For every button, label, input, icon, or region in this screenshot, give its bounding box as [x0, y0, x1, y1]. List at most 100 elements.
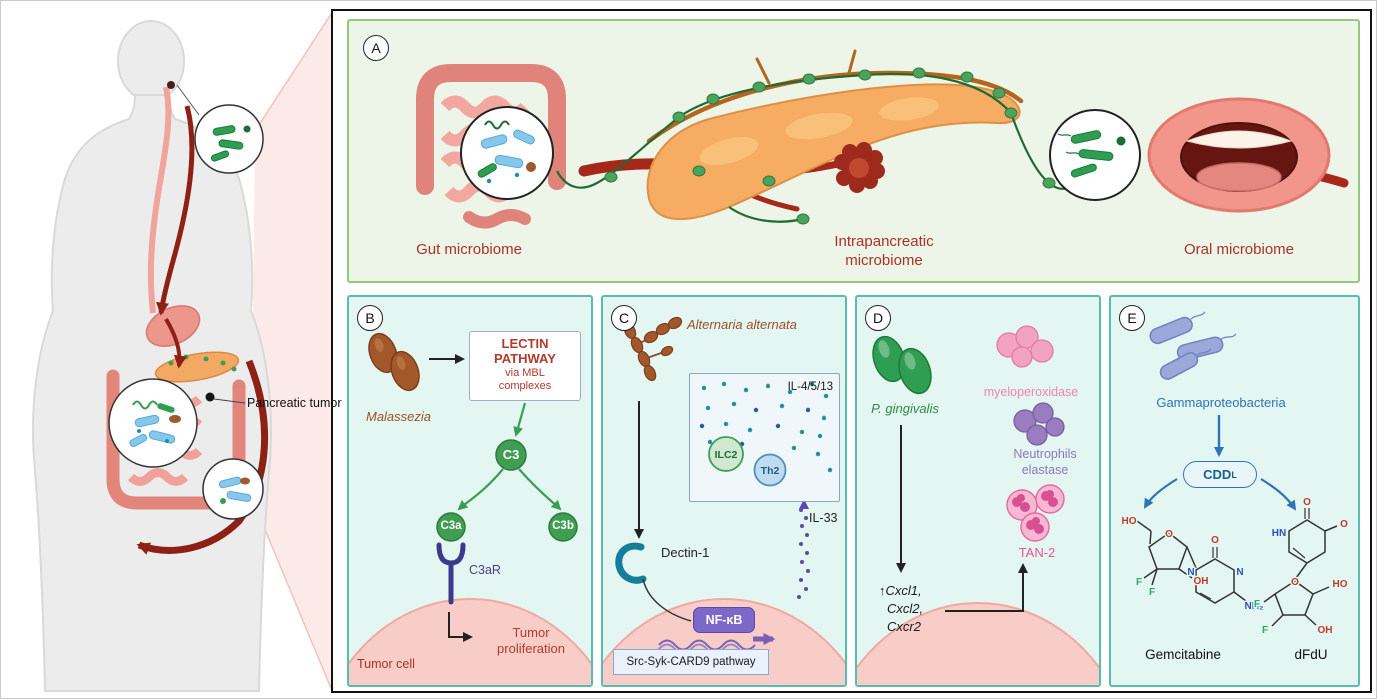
- svg-text:F: F: [1149, 587, 1155, 598]
- arrow-lectin-c3: [513, 402, 527, 437]
- lectin-line: complexes: [498, 380, 552, 393]
- cytokine-box-art: IL-4/5/13 ILC2 Th2: [699, 381, 833, 487]
- gammaproteobacteria-illustration: [1149, 311, 1237, 380]
- tumor-cell-dome: [349, 598, 591, 685]
- oral-microbiome-label: Oral microbiome: [1183, 241, 1295, 258]
- malassezia-illustration: [368, 332, 420, 392]
- zoom-wedge: [250, 10, 333, 694]
- panel-a-letter: A: [363, 35, 389, 61]
- panel-b: B: [347, 295, 593, 687]
- dfdu-structure: O HN O O OH F F HO: [1252, 496, 1349, 638]
- tan2-label: TAN-2: [1018, 545, 1056, 560]
- cytokine-box: IL-4/5/13 ILC2 Th2: [689, 373, 840, 502]
- svg-text:HN: HN: [1272, 528, 1286, 539]
- myeloperoxidase-illustration: [996, 325, 1054, 368]
- green-vessels-nodes: [556, 67, 1078, 225]
- svg-text:HO: HO: [1333, 579, 1348, 590]
- cytokine-dots: [699, 381, 833, 473]
- gut-zoom-circle-small: [108, 378, 198, 468]
- pancreatic-tumor-label: Pancreatic tumor: [247, 396, 342, 410]
- svg-text:NH₂: NH₂: [1245, 601, 1264, 612]
- nfkb-box: NF-κB: [693, 607, 755, 633]
- intrapancreatic-microbiome-label: Intrapancreatic microbiome: [834, 233, 934, 269]
- lower-zoom-circle-small: [202, 458, 264, 520]
- tumor-pointer: [205, 392, 246, 404]
- panel-e: E: [1109, 295, 1360, 687]
- svg-text:N: N: [1236, 567, 1243, 578]
- lectin-pathway-box: LECTIN PATHWAY via MBL complexes: [469, 331, 581, 401]
- mouth-dot: [167, 81, 175, 89]
- panel-d: D: [855, 295, 1101, 687]
- panel-a-art: [416, 49, 1349, 229]
- th2-label: Th2: [761, 465, 780, 477]
- il33-label: IL-33: [809, 511, 838, 525]
- panel-e-art: HO O F F OH N O N NH₂: [1120, 311, 1350, 638]
- alternaria-label: Alternaria alternata: [687, 317, 797, 332]
- gut-microbiome-label: Gut microbiome: [416, 241, 522, 258]
- th2-cell: [753, 453, 787, 487]
- tumor-cell-dome: [857, 602, 1099, 685]
- c3ar-receptor: [436, 542, 466, 605]
- svg-text:O: O: [1303, 497, 1311, 508]
- gammaproteobacteria-label: Gammaproteobacteria: [1156, 395, 1286, 410]
- neutrophils-elastase-label: Neutrophils elastase: [1013, 447, 1077, 477]
- svg-text:O: O: [1165, 529, 1173, 540]
- neutrophil-elastase-illustration: [1013, 402, 1065, 446]
- arrow-proliferation: [448, 612, 473, 642]
- arrow-chemokines-tan2: [945, 563, 1028, 612]
- chemokine-line-3: Cxcr2: [887, 619, 921, 634]
- figure-main-box: A: [331, 9, 1372, 693]
- tumor-proliferation-label: Tumor proliferation: [497, 625, 565, 657]
- lectin-line: via MBL: [505, 366, 545, 379]
- chemokine-line-2: Cxcl2,: [887, 601, 924, 616]
- panel-a: A: [347, 19, 1360, 283]
- panel-b-letter: B: [357, 305, 383, 331]
- chemokine-line-1: ↑Cxcl1,: [879, 583, 922, 598]
- esophagus: [147, 86, 172, 314]
- lectin-line: LECTIN: [501, 336, 549, 351]
- il33-dotted-arrow: [797, 499, 810, 599]
- svg-text:O: O: [1211, 535, 1219, 546]
- il4513-label: IL-4/5/13: [788, 381, 833, 393]
- panel-d-art: [857, 325, 1099, 685]
- svg-text:OH: OH: [1318, 625, 1333, 636]
- arrow-cdd-dfdu: [1260, 478, 1297, 511]
- gut-microbiome-circle: [460, 106, 554, 200]
- malassezia-label: Malassezia: [365, 409, 432, 424]
- c3b-label: C3b: [552, 520, 574, 532]
- tan2-cells-illustration: [1006, 484, 1065, 542]
- pancreas-illustration: [646, 83, 1021, 221]
- c3-label: C3: [502, 447, 520, 462]
- dectin1-label: Dectin-1: [661, 545, 710, 560]
- ilc2-label: ILC2: [715, 449, 738, 461]
- pgingivalis-label: P. gingivalis: [871, 401, 939, 416]
- svg-text:N: N: [1187, 567, 1194, 578]
- alternaria-illustration: [616, 308, 683, 382]
- c3ar-label: C3aR: [469, 563, 501, 577]
- panel-b-art: [349, 332, 591, 685]
- svg-text:O: O: [1340, 519, 1348, 530]
- pancreatic-tumor-mass: [834, 142, 885, 193]
- svg-text:O: O: [1291, 577, 1299, 588]
- myeloperoxidase-label: myeloperoxidase: [983, 385, 1079, 399]
- pgingivalis-illustration: [872, 335, 932, 395]
- panel-e-letter: E: [1119, 305, 1145, 331]
- c3a-label: C3a: [440, 520, 462, 532]
- ilc2-cell: [708, 436, 744, 472]
- dfdu-label: dFdU: [1294, 647, 1328, 662]
- complement-c3: [436, 439, 578, 542]
- svg-text:F: F: [1262, 625, 1268, 636]
- src-syk-card9-box: Src-Syk-CARD9 pathway: [613, 649, 769, 675]
- lectin-line: PATHWAY: [494, 350, 556, 366]
- panel-c-letter: C: [611, 305, 637, 331]
- svg-text:F: F: [1254, 599, 1260, 610]
- arrow-cdd-gemcitabine: [1143, 478, 1178, 509]
- gemcitabine-structure: HO O F F OH N O N NH₂: [1120, 515, 1265, 614]
- panel-d-letter: D: [865, 305, 891, 331]
- oral-microbiome-circle: [1049, 109, 1141, 201]
- oral-zoom-circle-small: [176, 84, 264, 174]
- tumor-cell-label: Tumor cell: [357, 657, 415, 671]
- svg-text:HO: HO: [1122, 516, 1137, 527]
